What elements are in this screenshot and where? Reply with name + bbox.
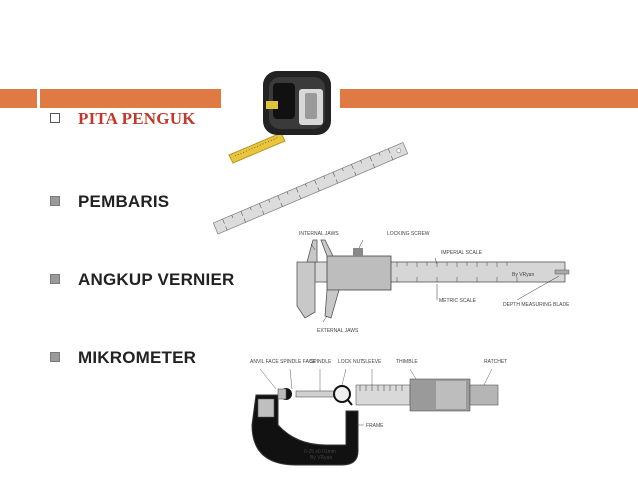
label-internal-jaws: INTERNAL JAWS — [299, 231, 339, 237]
label-frame: FRAME — [366, 423, 384, 429]
label-external-jaws: EXTERNAL JAWS — [317, 328, 359, 334]
micrometer-brand: By VRyan — [310, 455, 332, 461]
vernier-brand: By VRyan — [512, 272, 534, 278]
label-imperial-scale: IMPERIAL SCALE — [441, 250, 483, 256]
list-item-pembaris: PEMBARIS — [78, 192, 170, 211]
bullet-icon — [50, 352, 60, 362]
label-spindle: SPINDLE — [310, 359, 332, 365]
label-lock-nut: LOCK NUT — [338, 359, 363, 365]
label-anvil-face: ANVIL FACE — [250, 359, 279, 365]
label-sleeve: SLEEVE — [362, 359, 382, 365]
list-item-mikrometer: MIKROMETER — [78, 348, 197, 367]
accent-bar-left — [0, 89, 37, 108]
ruler-image — [212, 140, 412, 242]
label-depth-blade: DEPTH MEASURING BLADE — [503, 302, 570, 308]
vernier-caliper-image: By VRyan INTERNAL JAWS LOCKING SCREW IMP… — [287, 226, 574, 344]
tape-measure-image — [221, 63, 340, 165]
micrometer-image: 0-25 x0.01mm By VRyan — [246, 355, 522, 469]
label-locking-screw: LOCKING SCREW — [387, 231, 430, 237]
bullet-icon — [50, 274, 60, 284]
label-thimble: THIMBLE — [396, 359, 418, 365]
label-spindle-face: SPINDLE FACE — [280, 359, 317, 365]
micrometer-frame-text: 0-25 x0.01mm — [304, 449, 336, 455]
list-item-pita-pengukur: PITA PENGUK — [78, 109, 196, 128]
bullet-icon — [50, 196, 60, 206]
bullet-icon — [50, 113, 60, 123]
list-item-angkup-vernier: ANGKUP VERNIER — [78, 270, 235, 289]
label-ratchet: RATCHET — [484, 359, 507, 365]
label-metric-scale: METRIC SCALE — [439, 298, 477, 304]
